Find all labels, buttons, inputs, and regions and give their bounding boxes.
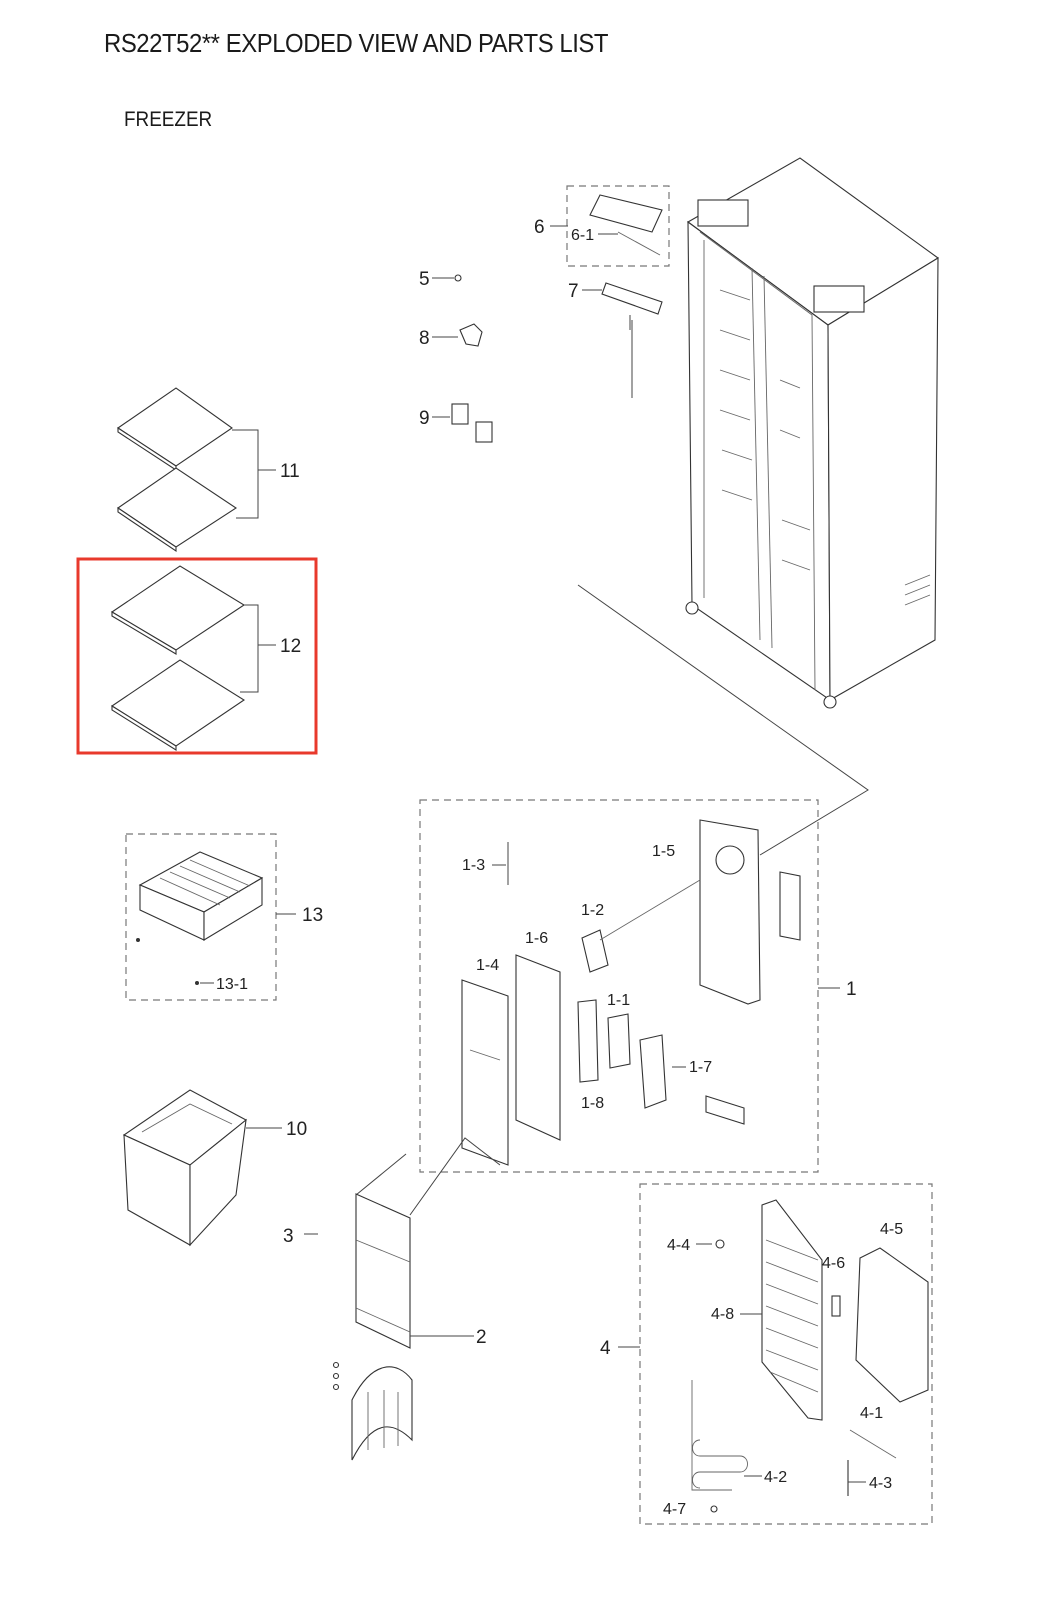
- callout-13-1: 13-1: [216, 976, 248, 993]
- callout-1-7: 1-7: [689, 1059, 712, 1076]
- assembly-4-drawing: [618, 1183, 933, 1525]
- callout-4-8: 4-8: [711, 1306, 734, 1323]
- callout-4-7: 4-7: [663, 1501, 686, 1518]
- callout-9: 9: [419, 408, 430, 429]
- callout-6: 6: [534, 217, 545, 238]
- callout-3: 3: [283, 1226, 294, 1247]
- callout-1-3: 1-3: [462, 857, 485, 874]
- callout-12: 12: [280, 636, 301, 657]
- assembly-1-drawing: [419, 799, 840, 1173]
- shelves-12-drawing: [110, 565, 276, 751]
- callout-4: 4: [600, 1338, 611, 1359]
- top-hinge-parts-drawing: [451, 185, 670, 443]
- drawer-13-drawing: [125, 833, 296, 1001]
- callout-7: 7: [568, 281, 579, 302]
- callout-1-5: 1-5: [652, 843, 675, 860]
- callout-1: 1: [846, 979, 857, 1000]
- callout-1-2: 1-2: [581, 902, 604, 919]
- callout-leaders: [432, 225, 618, 866]
- section-label: FREEZER: [124, 108, 213, 131]
- callout-1-4: 1-4: [476, 957, 499, 974]
- callout-5: 5: [419, 269, 430, 290]
- callout-4-2: 4-2: [764, 1469, 787, 1486]
- shelves-11-drawing: [117, 387, 276, 553]
- callout-1-1: 1-1: [607, 992, 630, 1009]
- callout-10: 10: [286, 1119, 307, 1140]
- bin-10-drawing: [122, 1089, 282, 1247]
- callout-4-4: 4-4: [667, 1237, 690, 1254]
- page-title: RS22T52** EXPLODED VIEW AND PARTS LIST: [104, 28, 609, 58]
- callout-4-6: 4-6: [822, 1255, 845, 1272]
- highlight-box-part-12: [76, 557, 318, 755]
- callout-labels: 5 8 9 6 6-1 7 11 12 13 13-1 10 1-3 1-5 1…: [216, 217, 903, 1518]
- callout-1-8: 1-8: [581, 1095, 604, 1112]
- callout-4-1: 4-1: [860, 1405, 883, 1422]
- duct-2-3-drawing: [304, 1137, 501, 1461]
- callout-8: 8: [419, 328, 430, 349]
- callout-4-3: 4-3: [869, 1475, 892, 1492]
- callout-6-1: 6-1: [571, 227, 594, 244]
- callout-11: 11: [280, 461, 300, 482]
- callout-2: 2: [476, 1327, 487, 1348]
- cabinet-drawing: [577, 157, 939, 856]
- callout-4-5: 4-5: [880, 1221, 903, 1238]
- callout-13: 13: [302, 905, 323, 926]
- callout-1-6: 1-6: [525, 930, 548, 947]
